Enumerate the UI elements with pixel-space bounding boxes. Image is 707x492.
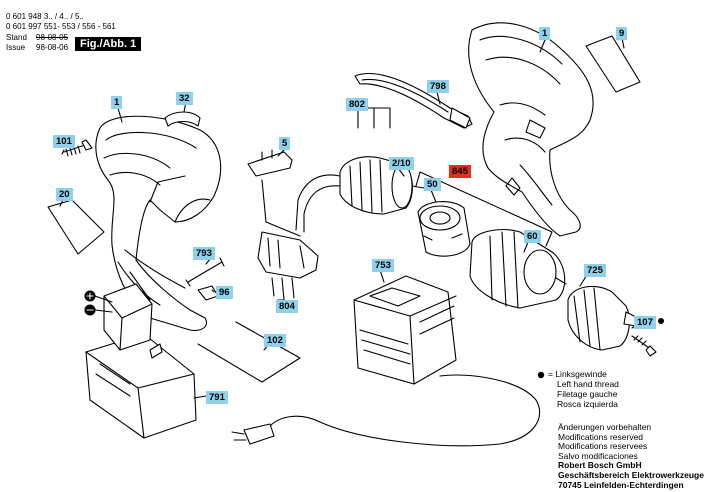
legend-line-fr: Filetage gauche — [557, 389, 618, 399]
model-numbers-line2: 0 601 997 551- 553 / 556 - 561 — [6, 22, 116, 31]
model-numbers-line1: 0 601 948 3.. / 4.. / 5.. — [6, 12, 84, 21]
callout-101: 101 — [53, 135, 75, 148]
legend-line-en: Left hand thread — [557, 379, 619, 389]
gear-assembly-60 — [469, 229, 567, 309]
callout-791: 791 — [206, 391, 228, 404]
notes-address: 70745 Leinfelden-Echterdingen — [558, 479, 684, 490]
issue-date: 98-08-06 — [36, 43, 69, 52]
publisher-notes: Änderungen vorbehalten Modifications res… — [558, 422, 704, 490]
issue-label: Issue — [6, 43, 26, 52]
callout-107: 107 — [634, 316, 656, 329]
notes-line3: Modifications reservees — [558, 441, 648, 452]
callout-5: 5 — [279, 137, 291, 150]
callout-9: 9 — [616, 27, 628, 40]
chuck-725 — [567, 285, 639, 351]
stand-date: 98-08-05 — [36, 33, 69, 42]
callout-96: 96 — [216, 286, 233, 299]
power-cord — [231, 374, 541, 447]
clip-part-5 — [247, 149, 293, 177]
strap-798 — [354, 72, 473, 129]
charger-753 — [353, 275, 457, 385]
notes-line1: Änderungen vorbehalten — [558, 422, 652, 432]
callout-1-right: 1 — [539, 27, 551, 40]
callout-725: 725 — [584, 264, 606, 277]
callout-32: 32 — [176, 92, 193, 105]
callout-802: 802 — [346, 98, 368, 111]
legend-line-es: Rosca izquierda — [557, 399, 618, 409]
callout-845: 845 — [449, 165, 471, 178]
nameplate-9 — [585, 35, 641, 93]
notes-line2: Modifications reserved — [558, 431, 644, 442]
gearbox-50 — [417, 201, 471, 257]
switch-804 — [257, 231, 319, 301]
rod-793 — [185, 257, 225, 287]
callout-102: 102 — [264, 334, 286, 347]
housing-half-right — [468, 22, 594, 237]
part-96 — [197, 285, 219, 301]
screw-107 — [631, 335, 657, 357]
callout-798: 798 — [427, 80, 449, 93]
battery-791 — [85, 283, 197, 439]
notes-company: Robert Bosch GmbH — [558, 460, 642, 471]
callout-2-10: 2/10 — [389, 157, 414, 170]
figure-label: Fig./Abb. 1 — [75, 37, 142, 51]
motor-802 — [295, 156, 425, 233]
callout-753: 753 — [372, 259, 394, 272]
nameplate-20 — [47, 199, 105, 255]
callout-804: 804 — [276, 300, 298, 313]
callout-793: 793 — [193, 247, 215, 260]
notes-division: Geschäftsbereich Elektrowerkzeuge — [558, 469, 704, 480]
housing-half-left — [95, 115, 222, 331]
wire-102 — [197, 321, 301, 383]
callout-60: 60 — [524, 230, 541, 243]
screw-101 — [63, 139, 93, 157]
callout-50: 50 — [424, 178, 441, 191]
cap-part-32 — [164, 111, 201, 127]
notes-line4: Salvo modificaciones — [558, 450, 638, 461]
callout-20: 20 — [56, 188, 73, 201]
legend-left-hand-thread: = Linksgewinde — [548, 369, 607, 379]
callout-1-left: 1 — [111, 96, 123, 109]
stand-label: Stand — [6, 33, 27, 42]
